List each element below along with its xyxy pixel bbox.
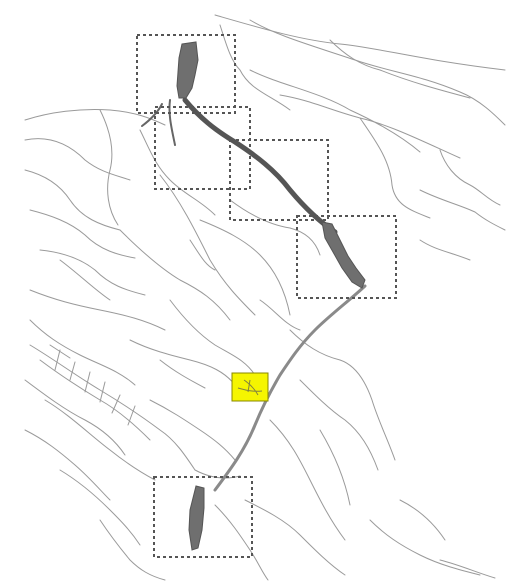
tile-box-4[interactable] — [296, 215, 397, 299]
reservoir-shapes — [176, 41, 366, 551]
dashed-tile-boxes — [136, 34, 397, 558]
route-line — [141, 97, 367, 492]
road-network — [24, 14, 506, 581]
south-reservoir — [188, 485, 205, 551]
east-reservoir — [321, 221, 366, 289]
tile-box-3[interactable] — [229, 139, 329, 221]
tile-box-2[interactable] — [154, 106, 251, 190]
north-reservoir — [176, 41, 199, 99]
highlight-tile[interactable] — [231, 372, 269, 402]
tile-box-1[interactable] — [136, 34, 236, 114]
tile-box-5[interactable] — [153, 476, 253, 558]
